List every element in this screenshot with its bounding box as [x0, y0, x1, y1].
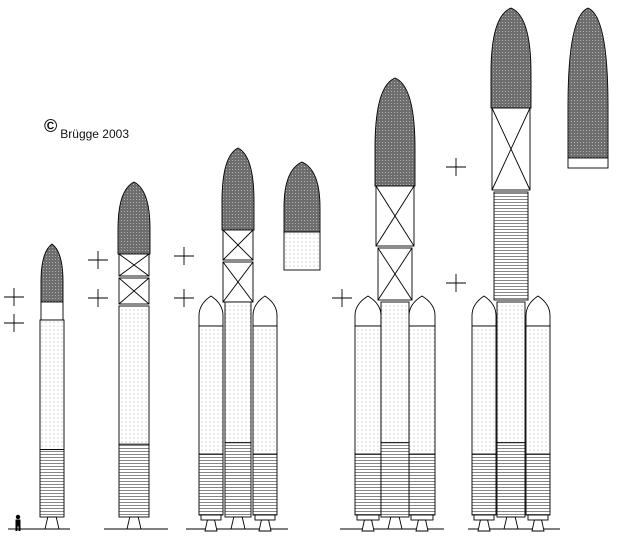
fairing [117, 181, 151, 255]
booster-nozzle [415, 519, 429, 532]
fairing [40, 243, 64, 303]
booster-skirt [527, 514, 549, 521]
booster-nozzle [477, 519, 491, 532]
rocket-5-payload-variant [567, 7, 609, 169]
fairing [567, 7, 609, 159]
booster-nose [354, 295, 382, 327]
core-tank [380, 301, 410, 444]
core-stage [496, 301, 526, 530]
booster-motor [471, 453, 497, 516]
booster-left [471, 295, 497, 532]
fairing [374, 77, 416, 187]
payload-adapter [567, 157, 609, 169]
core-tank [496, 301, 526, 444]
core-engine-section [380, 442, 410, 518]
core-nozzle [387, 516, 403, 530]
core-nozzle [503, 516, 519, 530]
interstage [377, 247, 413, 301]
reference-cross [446, 274, 466, 292]
booster-nozzle [531, 519, 545, 532]
booster-tank [252, 325, 278, 455]
upper-stage [118, 253, 150, 277]
core-nozzle [230, 516, 246, 530]
reference-cross [4, 314, 24, 332]
rocket-2 [117, 181, 151, 530]
reference-cross [88, 289, 108, 307]
core-engine-section [39, 449, 65, 518]
core-engine-section [224, 442, 252, 518]
booster-skirt [200, 514, 222, 521]
core-nozzle [126, 516, 142, 530]
human-figure-icon [15, 514, 21, 531]
fairing [283, 161, 321, 233]
reference-cross [446, 158, 466, 176]
booster-skirt [254, 514, 276, 521]
rocket-3-payload-variant [283, 161, 321, 271]
booster-left [354, 295, 382, 532]
core-tank [118, 305, 150, 445]
rocket-5 [471, 7, 551, 532]
payload-adapter [40, 301, 64, 321]
booster-skirt [410, 514, 434, 521]
stage-marker-crosses [4, 158, 466, 332]
payload-section [283, 231, 321, 271]
booster-tank [198, 325, 224, 455]
booster-motor [198, 453, 224, 516]
core-stage [224, 301, 252, 530]
rocket-4 [354, 77, 436, 532]
core-stage [380, 301, 410, 530]
booster-motor [525, 453, 551, 516]
fairing [221, 147, 255, 231]
booster-skirt [473, 514, 495, 521]
interstage [118, 277, 150, 305]
booster-tank [408, 325, 436, 455]
reference-cross [88, 251, 108, 269]
core-nozzle [44, 516, 60, 530]
booster-tank [525, 325, 551, 455]
booster-motor [408, 453, 436, 516]
upper-stage [222, 229, 254, 261]
booster-right [408, 295, 436, 532]
credit-text: Brügge 2003 [60, 127, 129, 141]
copyright-symbol: © [44, 116, 58, 136]
booster-tank [471, 325, 497, 455]
interstage [222, 261, 254, 303]
booster-nozzle [258, 519, 272, 532]
upper-stage [491, 107, 531, 191]
booster-nozzle [361, 519, 375, 532]
core-engine-section [496, 442, 526, 518]
booster-nose [408, 295, 436, 327]
booster-motor [354, 453, 382, 516]
core-stage [118, 305, 150, 530]
booster-nozzle [204, 519, 218, 532]
booster-nose [525, 295, 551, 327]
upper-stage [375, 185, 415, 247]
fairing [490, 7, 532, 109]
copyright-credit: ©Brügge 2003 [44, 116, 129, 141]
reference-cross [174, 247, 194, 265]
booster-nose [198, 295, 224, 327]
reference-cross [4, 288, 24, 306]
booster-tank [354, 325, 382, 455]
booster-right [252, 295, 278, 532]
booster-nose [252, 295, 278, 327]
core-tank [39, 319, 65, 451]
reference-cross [174, 289, 194, 307]
rocket-1 [39, 243, 65, 530]
booster-nose [471, 295, 497, 327]
rocket-3 [198, 147, 278, 532]
second-stage [493, 191, 529, 301]
booster-left [198, 295, 224, 532]
core-tank [224, 301, 252, 444]
booster-motor [252, 453, 278, 516]
core-engine-section [118, 443, 150, 518]
booster-skirt [356, 514, 380, 521]
core-stage [39, 319, 65, 530]
booster-right [525, 295, 551, 532]
reference-cross [332, 289, 352, 307]
